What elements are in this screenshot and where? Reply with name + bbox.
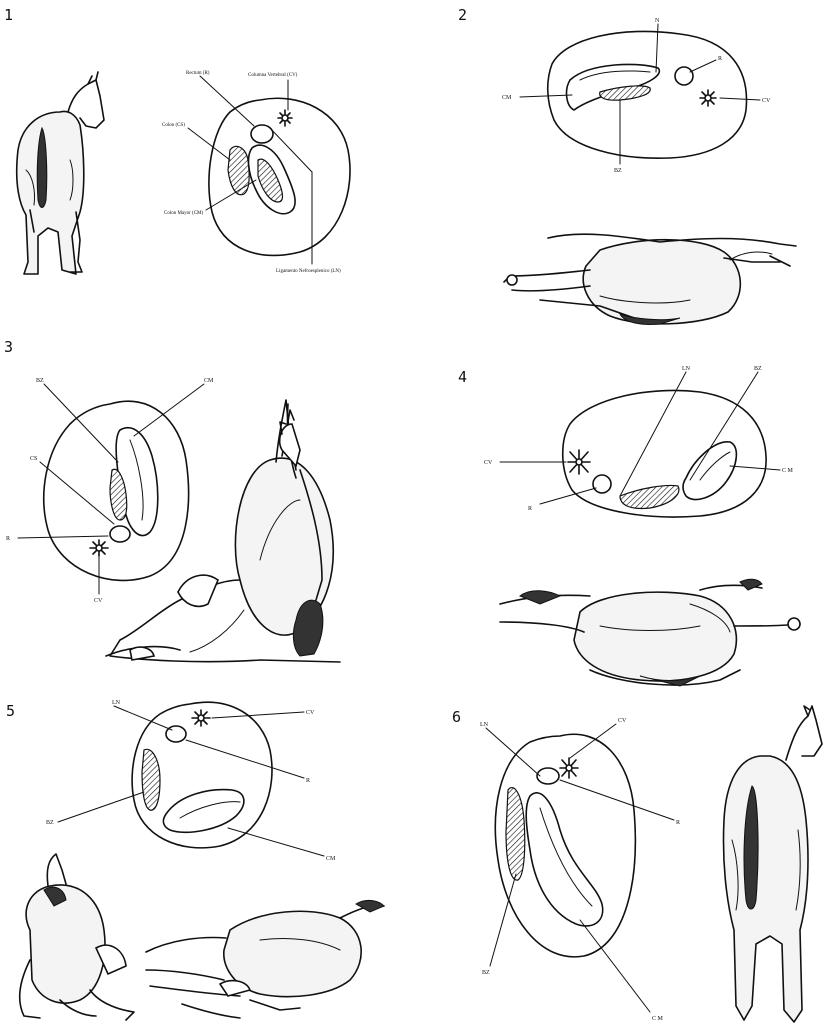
panel-6-number: 6 <box>452 708 461 726</box>
panel-4-horse-lying <box>500 579 800 686</box>
label-cv: CV <box>306 710 315 716</box>
label-cm: CM <box>502 95 512 101</box>
label-bz: BZ <box>36 378 44 384</box>
panel-5-cross-section: LN CV R BZ CM <box>46 700 336 862</box>
label-large-colon: Colon Mayor (CM) <box>164 211 204 216</box>
label-r: R <box>306 778 310 784</box>
panel-6-cross-section: LN CV R BZ C M <box>480 718 680 1022</box>
panel-3: 3 BZ CM CS R CV <box>4 338 340 662</box>
label-bz: BZ <box>46 820 54 826</box>
panel-2-horse-lying <box>504 234 796 324</box>
panel-5-number: 5 <box>6 702 15 720</box>
label-ln: LN <box>112 700 121 706</box>
label-ligament: Ligamento Nefroesplenico (LN) <box>276 269 341 274</box>
label-r: R <box>718 56 722 62</box>
panel-4: 4 LN BZ CV C M R <box>458 366 800 686</box>
panel-6: 6 LN CV R BZ C M <box>452 706 822 1022</box>
label-cm: CM <box>326 856 336 862</box>
label-bz: BZ <box>614 168 622 174</box>
panel-5-horse-lying <box>146 900 384 1018</box>
label-cv: CV <box>484 460 493 466</box>
label-small-colon: Colon (CS) <box>162 123 185 128</box>
label-n: N <box>655 18 660 24</box>
label-ln: LN <box>480 722 489 728</box>
panel-3-number: 3 <box>4 338 13 356</box>
label-cv: CV <box>618 718 627 724</box>
panel-1-cross-section: Rectum (R) Columna Vertebral (CV) Colon … <box>162 71 350 274</box>
panel-2: 2 N R CM CV BZ <box>458 6 796 325</box>
panel-5: 5 LN CV R BZ CM <box>6 700 384 1020</box>
panel-1-number: 1 <box>4 6 13 24</box>
panel-2-number: 2 <box>458 6 467 24</box>
label-vertebral-column: Columna Vertebral (CV) <box>248 73 298 78</box>
label-ln: LN <box>682 366 691 372</box>
panel-4-cross-section: LN BZ CV C M R <box>484 366 794 517</box>
panel-5-horse-sitting <box>20 854 134 1020</box>
label-cs: CS <box>30 456 37 462</box>
panel-1-horse-rear-view <box>17 72 104 274</box>
label-cv: CV <box>94 598 103 604</box>
panel-4-number: 4 <box>458 368 467 386</box>
label-cm: C M <box>652 1016 664 1022</box>
label-cv: CV <box>762 98 771 104</box>
label-bz: BZ <box>754 366 762 372</box>
panel-1: 1 Rectum (R) Columna <box>4 6 350 274</box>
label-r: R <box>6 536 10 542</box>
panel-2-cross-section: N R CM CV BZ <box>502 18 771 174</box>
label-cm: CM <box>204 378 214 384</box>
label-r: R <box>528 506 532 512</box>
label-cm: C M <box>782 468 794 474</box>
label-r: R <box>676 820 680 826</box>
label-rectum: Rectum (R) <box>186 71 210 76</box>
label-bz: BZ <box>482 970 490 976</box>
panel-3-cross-section: BZ CM CS R CV <box>6 378 214 604</box>
panel-6-horse-rear-view <box>723 706 822 1022</box>
